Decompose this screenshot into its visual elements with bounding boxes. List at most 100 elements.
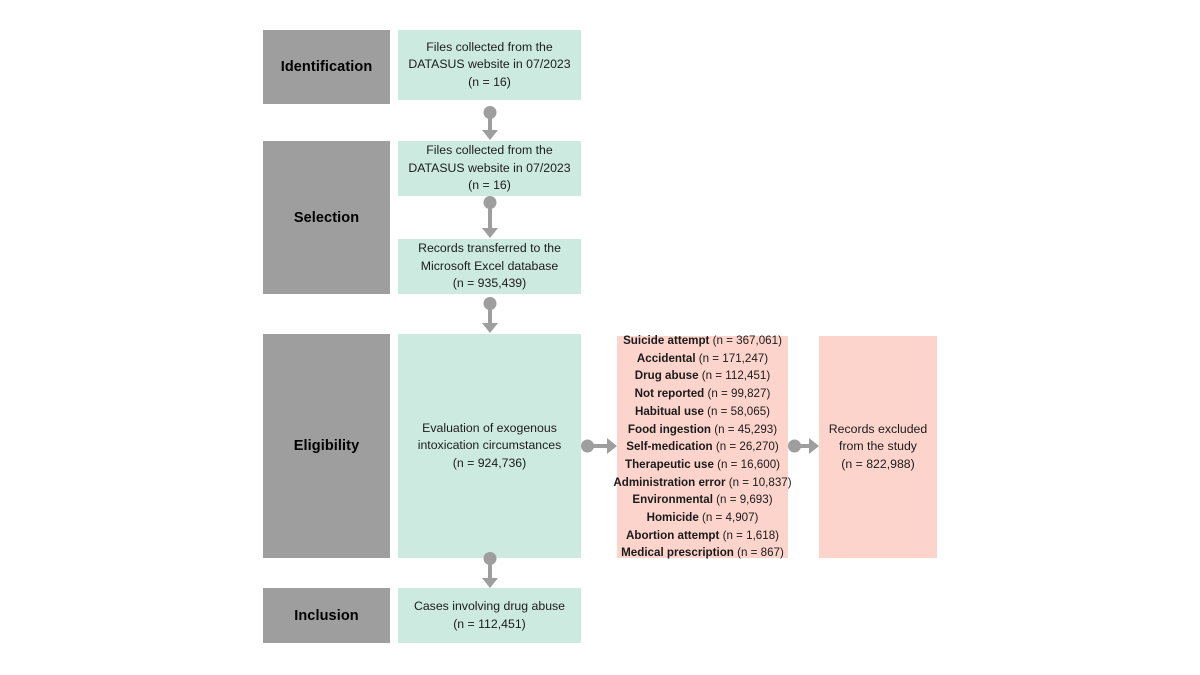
exclusion-reason-count: (n = 58,065) [707,404,770,418]
node-text-line: (n = 924,736) [452,455,527,470]
exclusion-reason-count: (n = 26,270) [715,440,779,454]
exclusion-reason-label: Homicide [646,510,699,524]
exclusion-reason-label: Habitual use [634,404,704,418]
exclusion-reason-count: (n = 367,061) [712,334,782,348]
exclusion-reason-row: Accidental (n = 171,247) [637,350,768,368]
exclusion-reason-row: Homicide (n = 4,907) [647,509,759,527]
connector-shaft [488,115,492,131]
connector-identification-to-selection [482,106,498,140]
exclusion-reason-row: Abortion attempt (n = 1,618) [626,527,779,545]
exclusion-reason-row: Self-medication (n = 26,270) [626,438,778,456]
connector-arrowhead [809,438,819,454]
stage-label-inclusion-text: Inclusion [294,607,359,624]
node-records-excluded: Records excluded from the study (n = 822… [819,336,937,558]
connector-dot [483,106,497,119]
exclusion-reason-label: Suicide attempt [623,334,710,348]
connector-eligibility-to-exclusion-list [581,438,617,454]
connector-dot [788,439,801,453]
connector-arrowhead [482,130,498,140]
connector-shaft [488,561,492,579]
node-text-line: DATASUS website in 07/2023 [408,160,571,175]
node-selection-files-text: Files collected from the DATASUS website… [408,142,570,194]
exclusion-reason-row: Environmental (n = 9,693) [632,491,772,509]
node-selection-records: Records transferred to the Microsoft Exc… [398,239,581,294]
connector-dot [483,297,497,310]
connector-exclusion-list-to-records-excluded [788,438,819,454]
connector-shaft [488,205,492,229]
exclusion-reason-label: Not reported [634,387,705,401]
exclusion-reason-row: Administration error (n = 10,837) [613,474,791,492]
connector-dot [581,439,594,453]
node-text-line: Evaluation of exogenous [422,420,557,435]
node-text-line: Records excluded [828,421,928,436]
exclusion-reason-label: Accidental [636,351,696,365]
node-text-line: Cases involving drug abuse [413,599,566,614]
connector-arrowhead [482,228,498,238]
node-text-line: (n = 112,451) [453,616,526,631]
node-text-line: intoxication circumstances [417,438,562,453]
node-text-line: Microsoft Excel database [420,258,559,273]
exclusion-reason-count: (n = 1,618) [722,528,780,542]
node-text-line: (n = 935,439) [452,276,527,291]
connector-shaft [488,306,492,324]
exclusion-reason-label: Therapeutic use [625,457,714,471]
exclusion-reason-count: (n = 16,600) [717,457,780,471]
node-eligibility-evaluation-text: Evaluation of exogenous intoxication cir… [418,420,562,472]
connector-dot [483,552,497,565]
exclusion-reason-count: (n = 9,693) [716,493,773,507]
node-text-line: (n = 16) [468,178,511,193]
connector-dot [483,196,497,209]
node-text-line: (n = 822,988) [841,456,915,471]
exclusion-reason-label: Self-medication [626,440,713,454]
exclusion-reason-label: Administration error [613,475,726,489]
exclusion-reason-label: Drug abuse [634,369,699,383]
node-text-line: from the study [839,439,917,454]
exclusion-reason-count: (n = 867) [737,546,784,560]
node-text-line: Records transferred to the [418,241,561,256]
exclusion-reason-label: Medical prescription [621,546,734,560]
exclusion-reason-count: (n = 112,451) [701,369,771,383]
node-text-line: (n = 16) [468,74,511,89]
exclusion-reason-label: Food ingestion [627,422,711,436]
exclusion-reason-count: (n = 171,247) [698,351,769,365]
exclusion-reason-row: Food ingestion (n = 45,293) [628,421,777,439]
exclusion-reason-row: Medical prescription (n = 867) [621,544,784,562]
exclusion-reason-count: (n = 4,907) [702,510,759,524]
connector-shaft [797,444,811,448]
stage-label-selection: Selection [263,141,390,294]
node-text-line: DATASUS website in 07/2023 [408,57,571,72]
connector-shaft [590,444,608,448]
exclusion-reasons-list: Suicide attempt (n = 367,061) Accidental… [613,334,791,559]
exclusion-reason-row: Drug abuse (n = 112,451) [635,367,770,385]
exclusion-reason-count: (n = 10,837) [728,475,792,489]
node-identification-files: Files collected from the DATASUS website… [398,30,581,100]
exclusion-reason-label: Abortion attempt [625,528,720,542]
node-selection-records-text: Records transferred to the Microsoft Exc… [418,240,561,292]
node-records-excluded-text: Records excluded from the study (n = 822… [829,421,927,473]
connector-arrowhead [482,578,498,588]
connector-eligibility-to-inclusion [482,552,498,588]
exclusion-reason-row: Suicide attempt (n = 367,061) [623,332,782,350]
connector-arrowhead [607,438,617,454]
stage-label-inclusion: Inclusion [263,588,390,643]
exclusion-reason-row: Not reported (n = 99,827) [635,385,771,403]
node-text-line: Files collected from the [426,39,553,54]
exclusion-reason-row: Habitual use (n = 58,065) [635,403,770,421]
node-identification-files-text: Files collected from the DATASUS website… [408,39,570,91]
stage-label-identification: Identification [263,30,390,104]
stage-label-eligibility: Eligibility [263,334,390,558]
node-eligibility-evaluation: Evaluation of exogenous intoxication cir… [398,334,581,558]
stage-label-eligibility-text: Eligibility [293,438,360,454]
connector-selection-files-to-records [482,196,498,238]
node-inclusion-cases: Cases involving drug abuse (n = 112,451) [398,588,581,643]
exclusion-reason-label: Environmental [632,493,713,507]
stage-label-selection-text: Selection [293,209,360,226]
connector-selection-to-eligibility [482,297,498,333]
node-selection-files: Files collected from the DATASUS website… [398,141,581,196]
node-inclusion-cases-text: Cases involving drug abuse (n = 112,451) [414,598,565,633]
exclusion-reason-count: (n = 99,827) [707,387,771,401]
exclusion-reason-row: Therapeutic use (n = 16,600) [625,456,780,474]
node-text-line: Files collected from the [426,143,553,158]
exclusion-reason-count: (n = 45,293) [714,422,778,436]
